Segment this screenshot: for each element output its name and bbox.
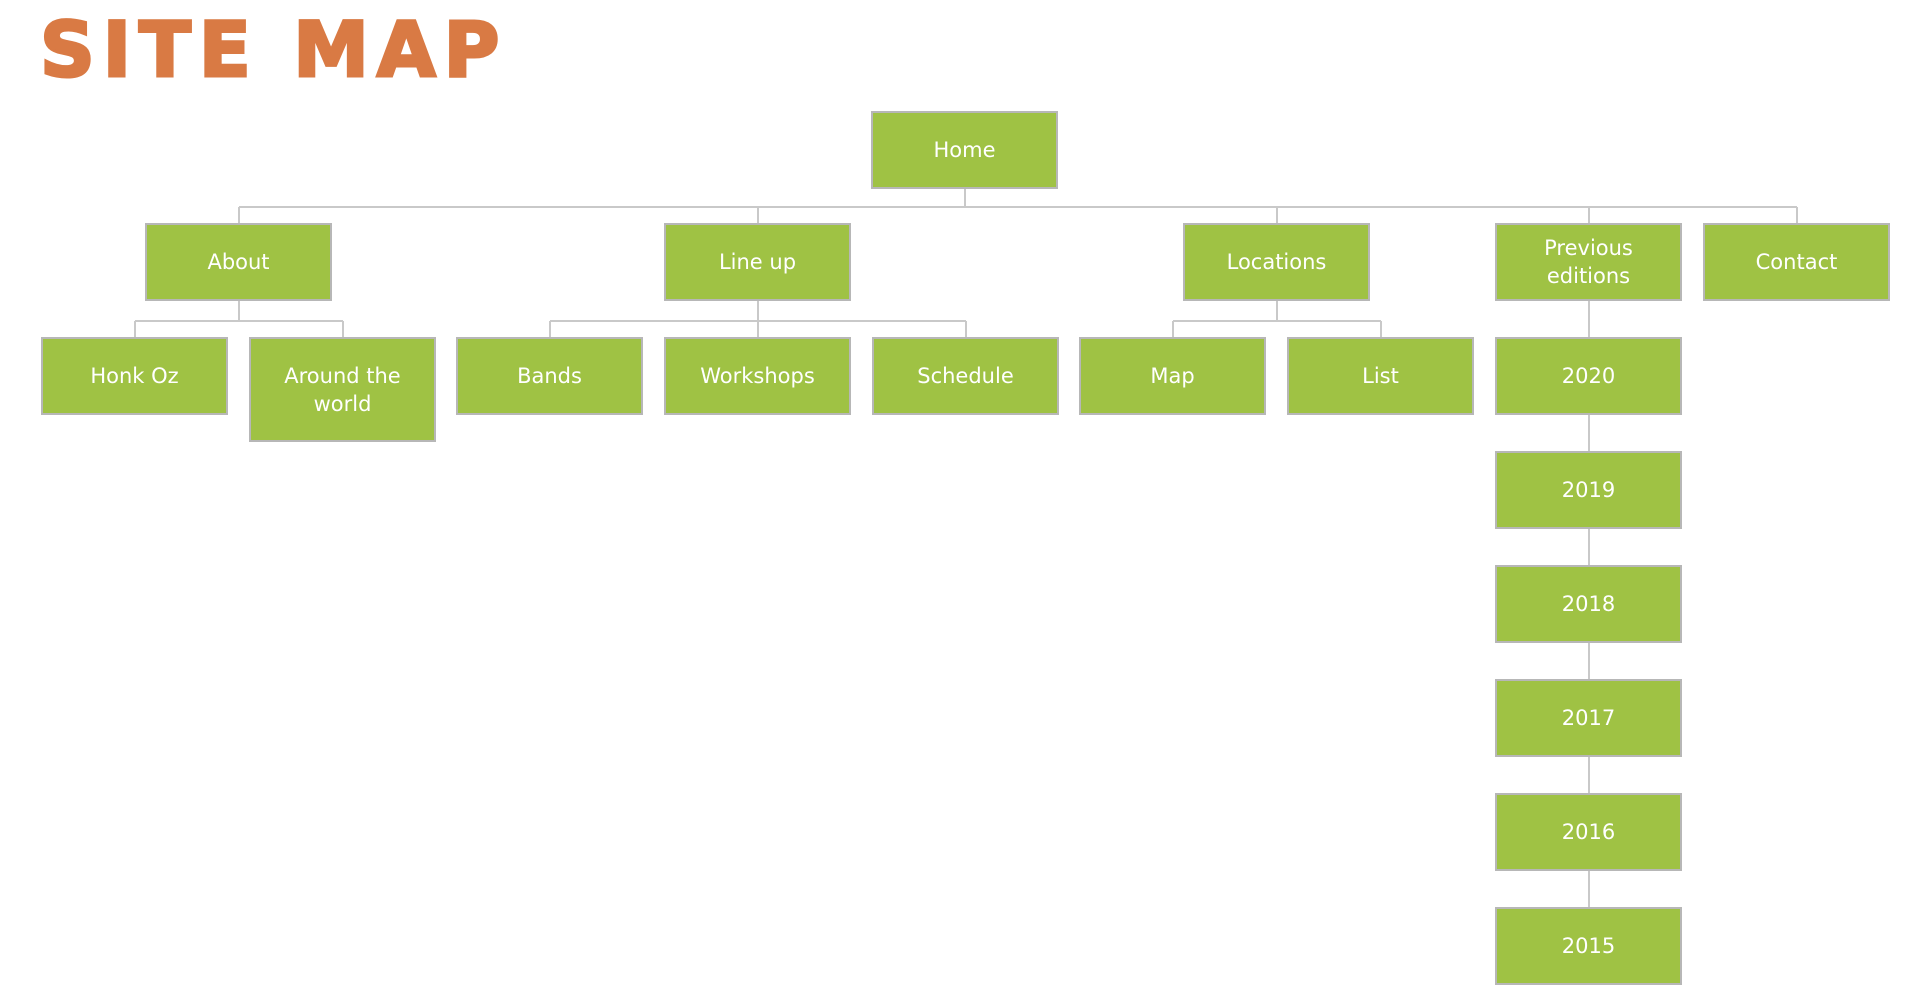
connector-home-children [238, 189, 1798, 223]
connector-about-children [134, 301, 344, 337]
node-label: 2016 [1561, 820, 1616, 844]
node-label: Bands [517, 364, 582, 388]
node-list[interactable]: List [1287, 337, 1474, 415]
node-label: Map [1150, 364, 1195, 388]
node-label: Home [933, 138, 996, 162]
connector-locations-children [1172, 301, 1382, 337]
node-label: 2017 [1561, 706, 1616, 730]
node-2017[interactable]: 2017 [1495, 679, 1682, 757]
node-2019[interactable]: 2019 [1495, 451, 1682, 529]
node-line-up[interactable]: Line up [664, 223, 851, 301]
node-label: About [207, 250, 270, 274]
node-contact[interactable]: Contact [1703, 223, 1890, 301]
node-label: List [1362, 364, 1399, 388]
node-label: Locations [1226, 250, 1327, 274]
node-label: Workshops [700, 364, 815, 388]
node-label: Line up [718, 250, 797, 274]
node-label: 2015 [1561, 934, 1616, 958]
node-2015[interactable]: 2015 [1495, 907, 1682, 985]
node-label: Honk Oz [90, 364, 179, 388]
node-label: 2019 [1561, 478, 1616, 502]
node-about[interactable]: About [145, 223, 332, 301]
node-bands[interactable]: Bands [456, 337, 643, 415]
node-locations[interactable]: Locations [1183, 223, 1370, 301]
node-workshops[interactable]: Workshops [664, 337, 851, 415]
node-2020[interactable]: 2020 [1495, 337, 1682, 415]
connector-lineup-children [549, 301, 967, 337]
node-2016[interactable]: 2016 [1495, 793, 1682, 871]
node-previous-editions[interactable]: Previous editions [1495, 223, 1682, 301]
node-home[interactable]: Home [871, 111, 1058, 189]
node-label: 2018 [1561, 592, 1616, 616]
page-title: SITE MAP [38, 4, 508, 95]
node-label: 2020 [1561, 364, 1616, 388]
node-honk-oz[interactable]: Honk Oz [41, 337, 228, 415]
node-label: Schedule [917, 364, 1014, 388]
node-around-the-world[interactable]: Around the world [249, 337, 436, 442]
node-map[interactable]: Map [1079, 337, 1266, 415]
node-label: Around the world [284, 363, 401, 416]
node-2018[interactable]: 2018 [1495, 565, 1682, 643]
node-label: Previous editions [1544, 236, 1633, 288]
node-label: Contact [1755, 250, 1838, 274]
node-schedule[interactable]: Schedule [872, 337, 1059, 415]
